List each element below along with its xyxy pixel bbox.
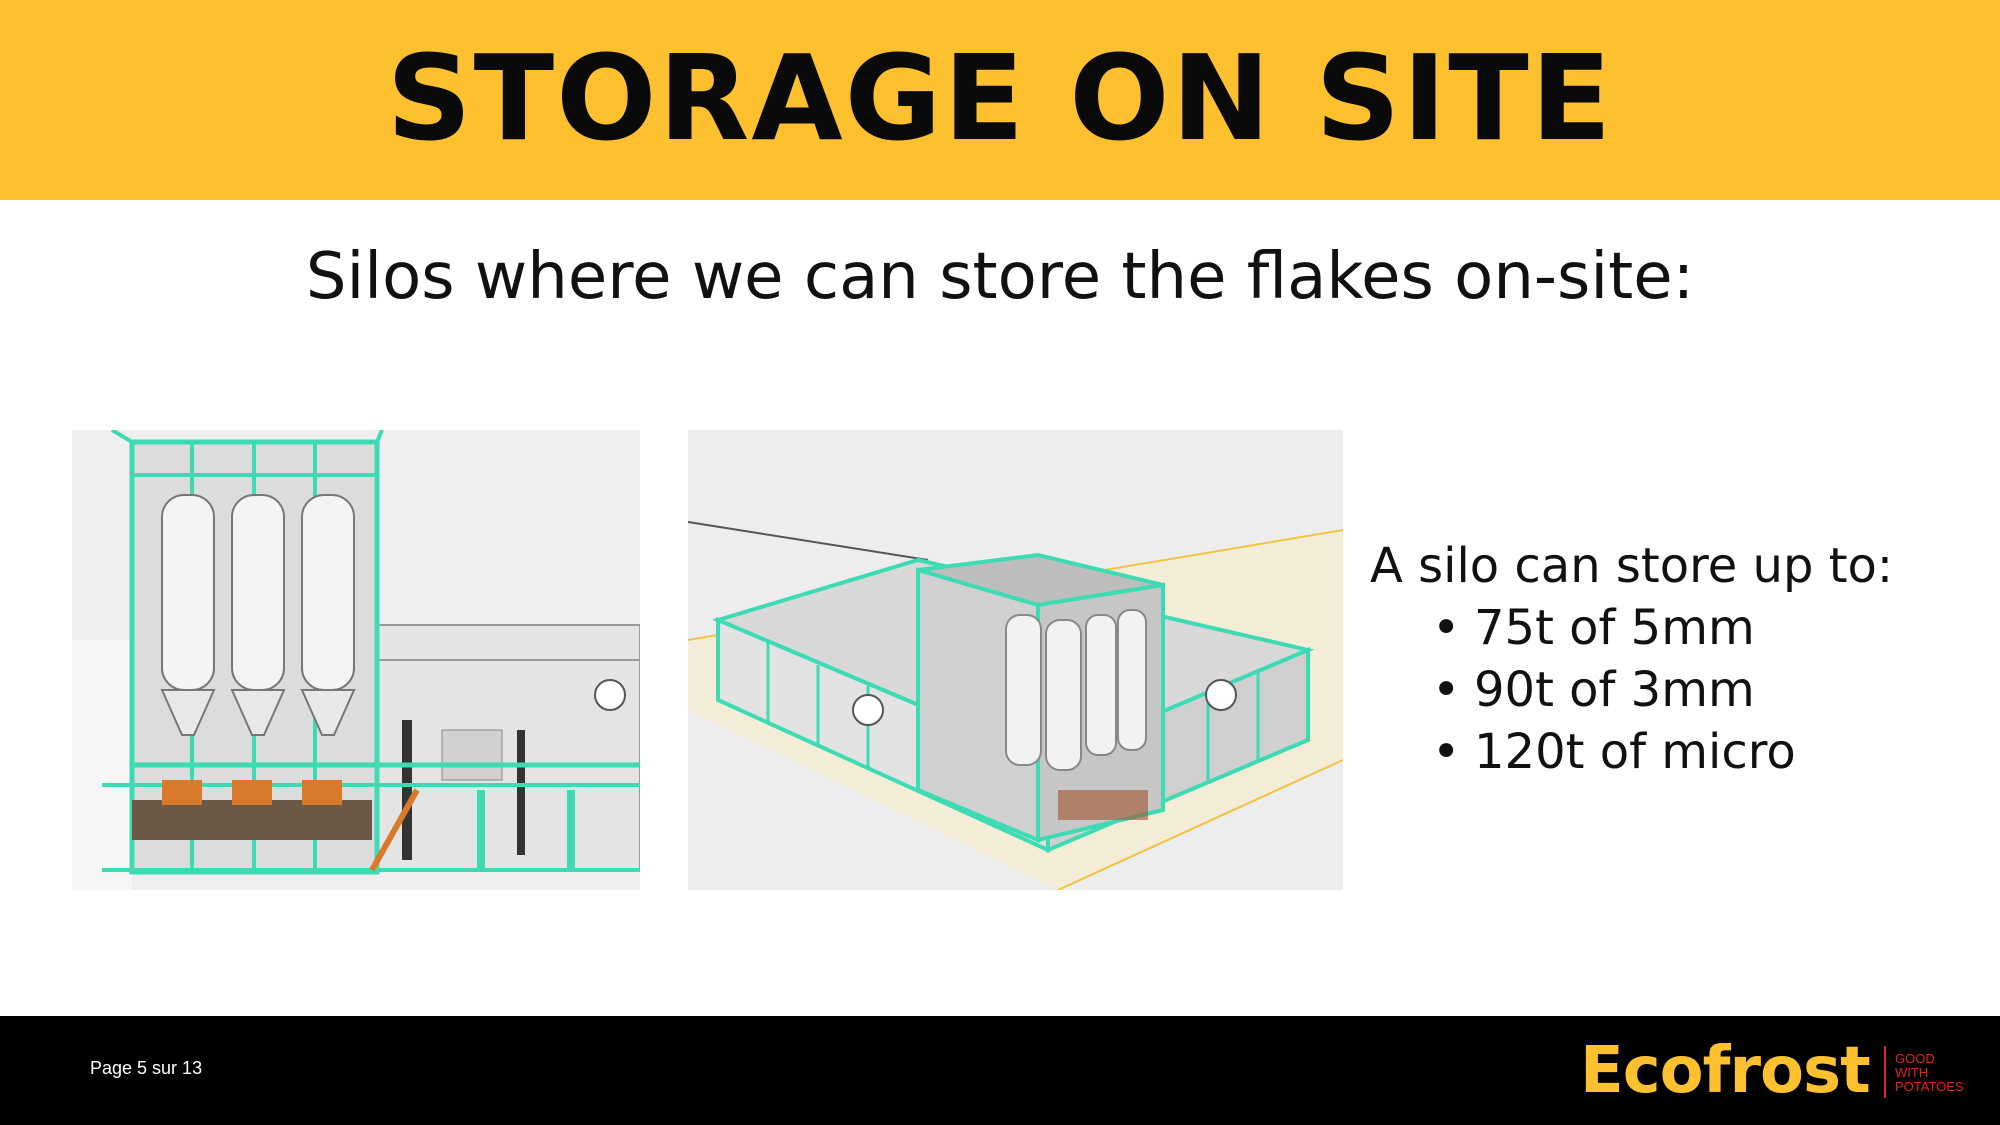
page-title: STORAGE ON SITE — [386, 28, 1614, 167]
list-item: 90t of 3mm — [1432, 659, 1970, 721]
title-banner: STORAGE ON SITE — [0, 0, 2000, 200]
list-item: 120t of micro — [1432, 721, 1970, 783]
list-item: 75t of 5mm — [1432, 597, 1970, 659]
silo-capacity-block: A silo can store up to: 75t of 5mm 90t o… — [1370, 535, 1970, 783]
logo-tagline: GOOD WITH POTATOES — [1895, 1052, 1995, 1094]
capacity-heading: A silo can store up to: — [1370, 538, 1894, 594]
page-number: Page 5 sur 13 — [90, 1058, 203, 1078]
footer-bar — [0, 1016, 2000, 1125]
logo-divider — [1884, 1046, 1886, 1098]
capacity-list: 75t of 5mm 90t of 3mm 120t of micro — [1370, 597, 1970, 783]
silo-building-3d-image — [688, 430, 1343, 890]
tagline-line: POTATOES — [1895, 1079, 1964, 1094]
tagline-line: GOOD — [1895, 1051, 1935, 1066]
tagline-line: WITH — [1895, 1065, 1929, 1080]
ecofrost-logo: Ecofrost — [1580, 1034, 1871, 1108]
slide-subtitle: Silos where we can store the flakes on-s… — [305, 240, 1695, 314]
silo-side-view-image — [72, 430, 640, 890]
